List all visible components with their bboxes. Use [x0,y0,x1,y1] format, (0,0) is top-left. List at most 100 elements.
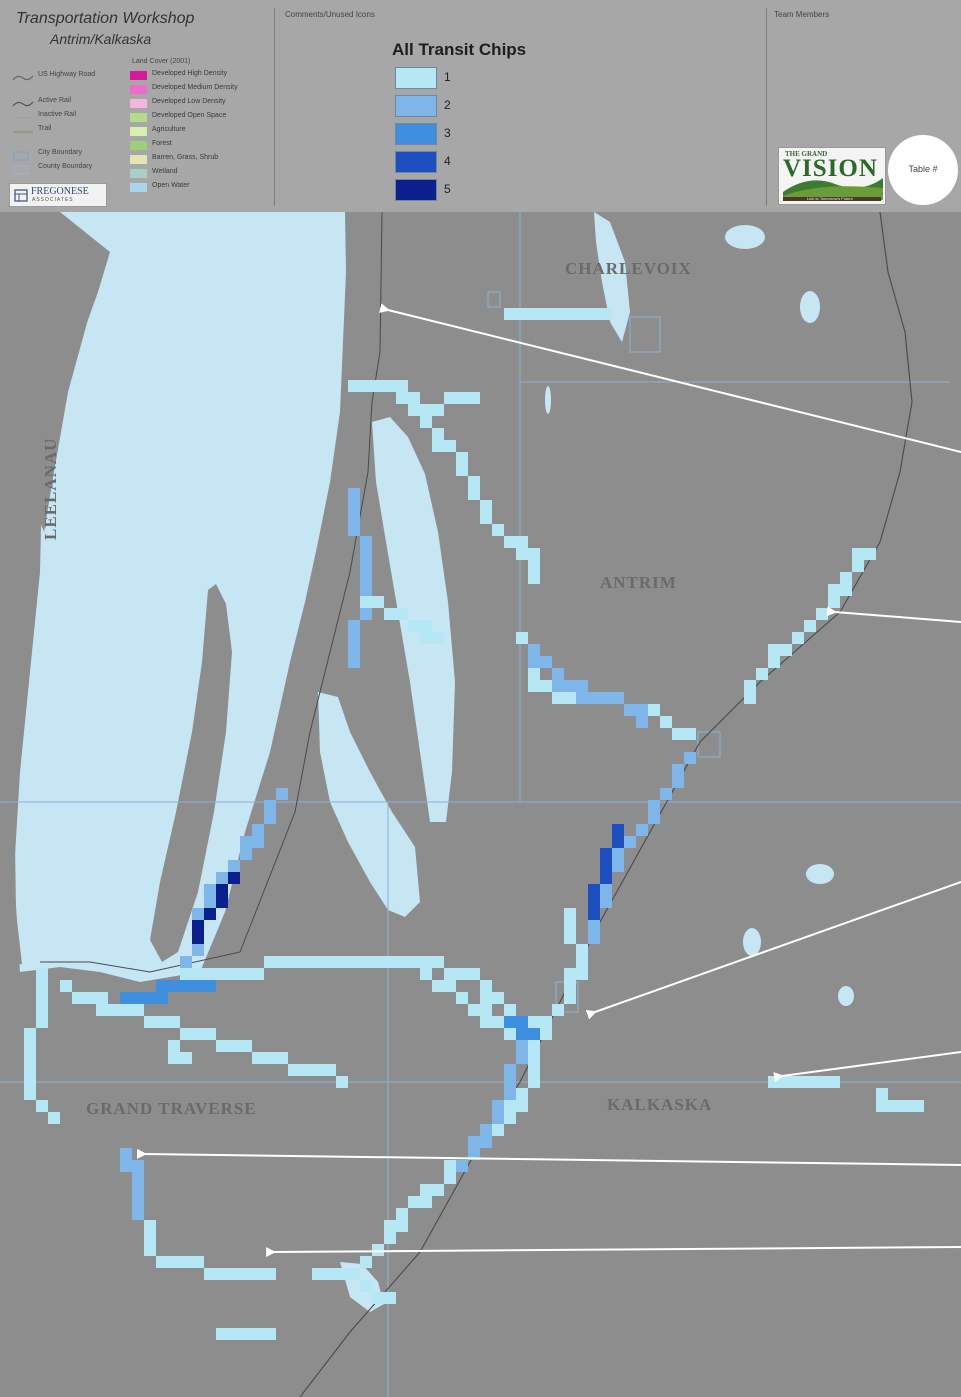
transit-chip [576,968,588,980]
transit-chip [516,1100,528,1112]
legend-county-boundary-label: County Boundary [38,163,93,170]
leelanau-tip [30,282,90,532]
chip-level-label: 1 [444,70,451,84]
transit-chip [96,1004,108,1016]
transit-chip [240,1328,252,1340]
transit-chip [384,956,396,968]
transit-chip [408,620,420,632]
transit-chip [816,1076,828,1088]
county-label-leelanau: LEELANAU [41,438,60,540]
transit-chip [432,1184,444,1196]
transit-chip [372,956,384,968]
transit-chip [852,560,864,572]
transit-chip [336,956,348,968]
county-label-antrim: ANTRIM [600,573,677,592]
transit-chip [780,644,792,656]
transit-chip [180,980,192,992]
transit-chip [240,848,252,860]
table-number-label: Table # [908,164,938,174]
transit-chip [804,1076,816,1088]
transit-chip [144,1232,156,1244]
land-cover-label: Developed High Density [152,70,228,77]
transit-chip [216,872,228,884]
transit-chip [204,968,216,980]
transit-chip [516,632,528,644]
transit-chip [504,308,516,320]
transit-chip [492,1124,504,1136]
transit-chip [504,1076,516,1088]
transit-chip [252,1268,264,1280]
annotation-arrow [773,1051,961,1083]
transit-chip [492,1016,504,1028]
transit-chip [36,980,48,992]
transit-chip [204,1268,216,1280]
grand-vision-sub: Link to Tomorrow's Future [807,196,853,201]
transit-chip [612,848,624,860]
transit-chip [516,308,528,320]
transit-chip [504,1016,516,1028]
transit-chip [864,548,876,560]
transit-chip [576,692,588,704]
transit-chip [360,548,372,560]
transit-chip [228,1040,240,1052]
transit-chip [468,392,480,404]
transit-chip [192,944,204,956]
transit-chip [264,1052,276,1064]
transit-chip [456,392,468,404]
transit-chip [576,308,588,320]
transit-chip [480,1004,492,1016]
rail-line-icon [12,101,34,107]
header-divider [274,8,275,206]
land-cover-swatch [130,113,147,122]
annotation-arrow [136,1148,961,1166]
transit-chip [72,992,84,1004]
transit-chip [504,1088,516,1100]
transit-chip [612,860,624,872]
transit-chip [600,884,612,896]
transit-chip [24,1064,36,1076]
inland-lake [743,928,761,956]
land-cover-label: Barren, Grass, Shrub [152,154,219,161]
transit-chip [564,920,576,932]
transit-chip [768,656,780,668]
transit-chip [24,1076,36,1088]
transit-chip [372,380,384,392]
transit-chip [468,488,480,500]
transit-chip [828,584,840,596]
transit-chip [156,1256,168,1268]
transit-chip [768,644,780,656]
transit-chip [828,596,840,608]
trail-line-icon [13,131,33,133]
transit-chip [588,308,600,320]
workshop-subtitle: Antrim/Kalkaska [50,31,152,47]
map-header: Transportation Workshop Antrim/Kalkaska … [0,0,961,213]
transit-chip [504,536,516,548]
transit-chip [36,1100,48,1112]
transit-chip [432,404,444,416]
transit-chip [300,1064,312,1076]
transit-chip [360,956,372,968]
transit-chip [156,980,168,992]
transit-chip [552,668,564,680]
chip-level-label: 5 [444,182,451,196]
transit-chip [192,1028,204,1040]
transit-chip [588,884,600,896]
transit-chip [408,404,420,416]
county-label-grand-traverse: GRAND TRAVERSE [86,1099,257,1118]
transit-chip [348,644,360,656]
transit-chip [588,908,600,920]
transit-chip [444,440,456,452]
transit-chip [204,884,216,896]
transit-chip [360,608,372,620]
transit-chip [684,728,696,740]
transit-chip [396,392,408,404]
transit-chip [264,1268,276,1280]
grand-vision-top: THE GRAND [785,150,828,158]
transit-chip [396,956,408,968]
transit-chip [552,680,564,692]
county-boundary [0,212,961,1397]
transit-chip [240,968,252,980]
transit-chip [432,428,444,440]
transit-chip [888,1100,900,1112]
transit-chip [108,1004,120,1016]
